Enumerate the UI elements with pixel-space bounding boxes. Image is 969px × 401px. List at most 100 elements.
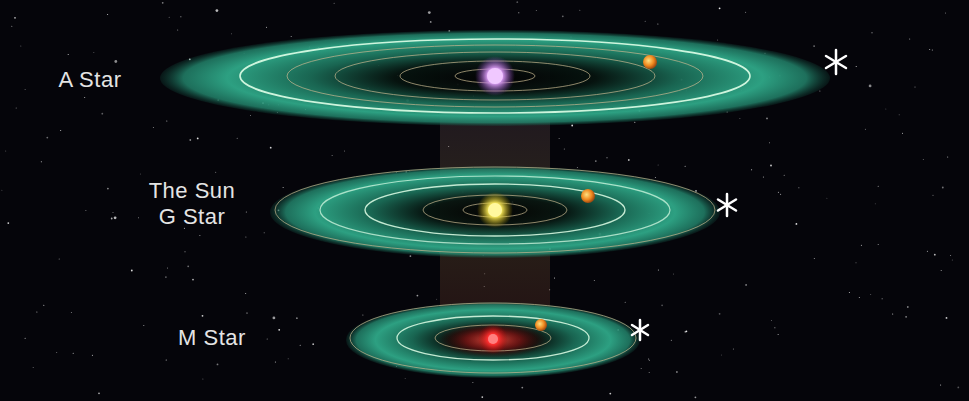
star-dot	[93, 52, 94, 53]
star-dot	[189, 139, 191, 141]
star-dot	[59, 259, 60, 260]
star-dot	[245, 293, 246, 294]
star-dot	[940, 384, 941, 385]
star-dot	[733, 349, 734, 350]
star-dot	[231, 33, 232, 34]
star-dot	[628, 159, 630, 161]
star-dot	[892, 314, 893, 315]
star-dot	[634, 122, 635, 123]
star-dot	[43, 305, 44, 306]
star-dot	[933, 195, 934, 196]
star-dot	[957, 387, 959, 389]
star-dot	[878, 186, 879, 187]
star-dot	[516, 1, 518, 3]
star-dot	[826, 198, 827, 199]
star-dot	[71, 312, 72, 313]
star-dot	[796, 223, 798, 225]
star-dot	[7, 222, 9, 224]
star-dot	[909, 39, 910, 40]
star-dot	[784, 175, 785, 176]
star-dot	[334, 3, 335, 4]
star-dot	[594, 280, 595, 281]
star-dot	[165, 276, 167, 278]
star-dot	[899, 114, 900, 115]
star-dot	[113, 212, 114, 213]
star-dot	[869, 85, 872, 88]
star-dot	[719, 7, 721, 9]
star-dot	[98, 392, 100, 394]
star-dot	[180, 16, 181, 17]
star-dot	[216, 9, 219, 12]
star-dot	[695, 396, 697, 398]
star-dot	[101, 113, 103, 115]
star-dot	[946, 317, 948, 319]
star-dot	[798, 187, 799, 188]
star-dot	[153, 127, 154, 128]
star-dot	[166, 120, 167, 121]
star-dot	[278, 329, 280, 331]
star-dot	[923, 159, 924, 160]
star-dot	[332, 155, 333, 156]
star-dot	[856, 262, 857, 263]
star-dot	[5, 151, 6, 152]
star-dot	[941, 270, 942, 271]
star-dot	[291, 36, 292, 37]
star-dot	[20, 45, 21, 46]
star-dot	[872, 32, 873, 33]
star-dot	[33, 367, 34, 368]
star-dot	[199, 235, 200, 236]
star-dot	[950, 255, 951, 256]
star-dot	[859, 297, 860, 298]
star-dot	[14, 17, 16, 19]
star-dot	[177, 30, 178, 31]
star-dot	[942, 187, 944, 189]
star-dot	[915, 87, 916, 88]
star-dot	[770, 165, 772, 167]
star-dot	[143, 325, 144, 326]
star-dot	[344, 150, 345, 151]
star-dot	[114, 216, 117, 219]
star-dot	[554, 277, 555, 278]
star-dot	[929, 49, 930, 50]
star-dot	[769, 142, 770, 143]
star-dot	[481, 396, 483, 398]
star-dot	[167, 268, 168, 269]
star-dot	[676, 371, 678, 373]
star-dot	[719, 313, 721, 315]
star-dot	[283, 187, 284, 188]
star-dot	[934, 254, 936, 256]
star-dot	[521, 387, 523, 389]
star-dot	[436, 299, 437, 300]
star-dot	[875, 203, 876, 204]
star-dot	[46, 137, 48, 139]
star-dot	[1, 190, 2, 191]
star-dot	[140, 174, 141, 175]
star-dot	[885, 109, 886, 110]
star-dot	[215, 172, 216, 173]
star-dot	[92, 355, 93, 356]
star-dot	[264, 232, 265, 233]
star-dot	[138, 217, 139, 218]
star-dot	[559, 138, 560, 139]
star-dot	[907, 306, 909, 308]
star-dot	[25, 89, 26, 90]
star-dot	[721, 355, 722, 356]
star-dot	[813, 45, 815, 47]
star-dot	[267, 338, 268, 339]
star-type-label: The Sun G Star	[146, 178, 238, 230]
star-dot	[85, 210, 86, 211]
star-dot	[250, 115, 251, 116]
star-dot	[771, 320, 772, 321]
star-dot	[861, 245, 862, 246]
star-dot	[927, 251, 928, 252]
star-dot	[819, 90, 820, 91]
star-dot	[562, 15, 564, 17]
star-dot	[11, 26, 12, 27]
star-dot	[169, 17, 170, 18]
star-dot	[932, 49, 933, 50]
star-dot	[41, 161, 42, 162]
star-dot	[947, 157, 948, 158]
star-dot	[766, 118, 768, 120]
star-dot	[579, 10, 580, 11]
